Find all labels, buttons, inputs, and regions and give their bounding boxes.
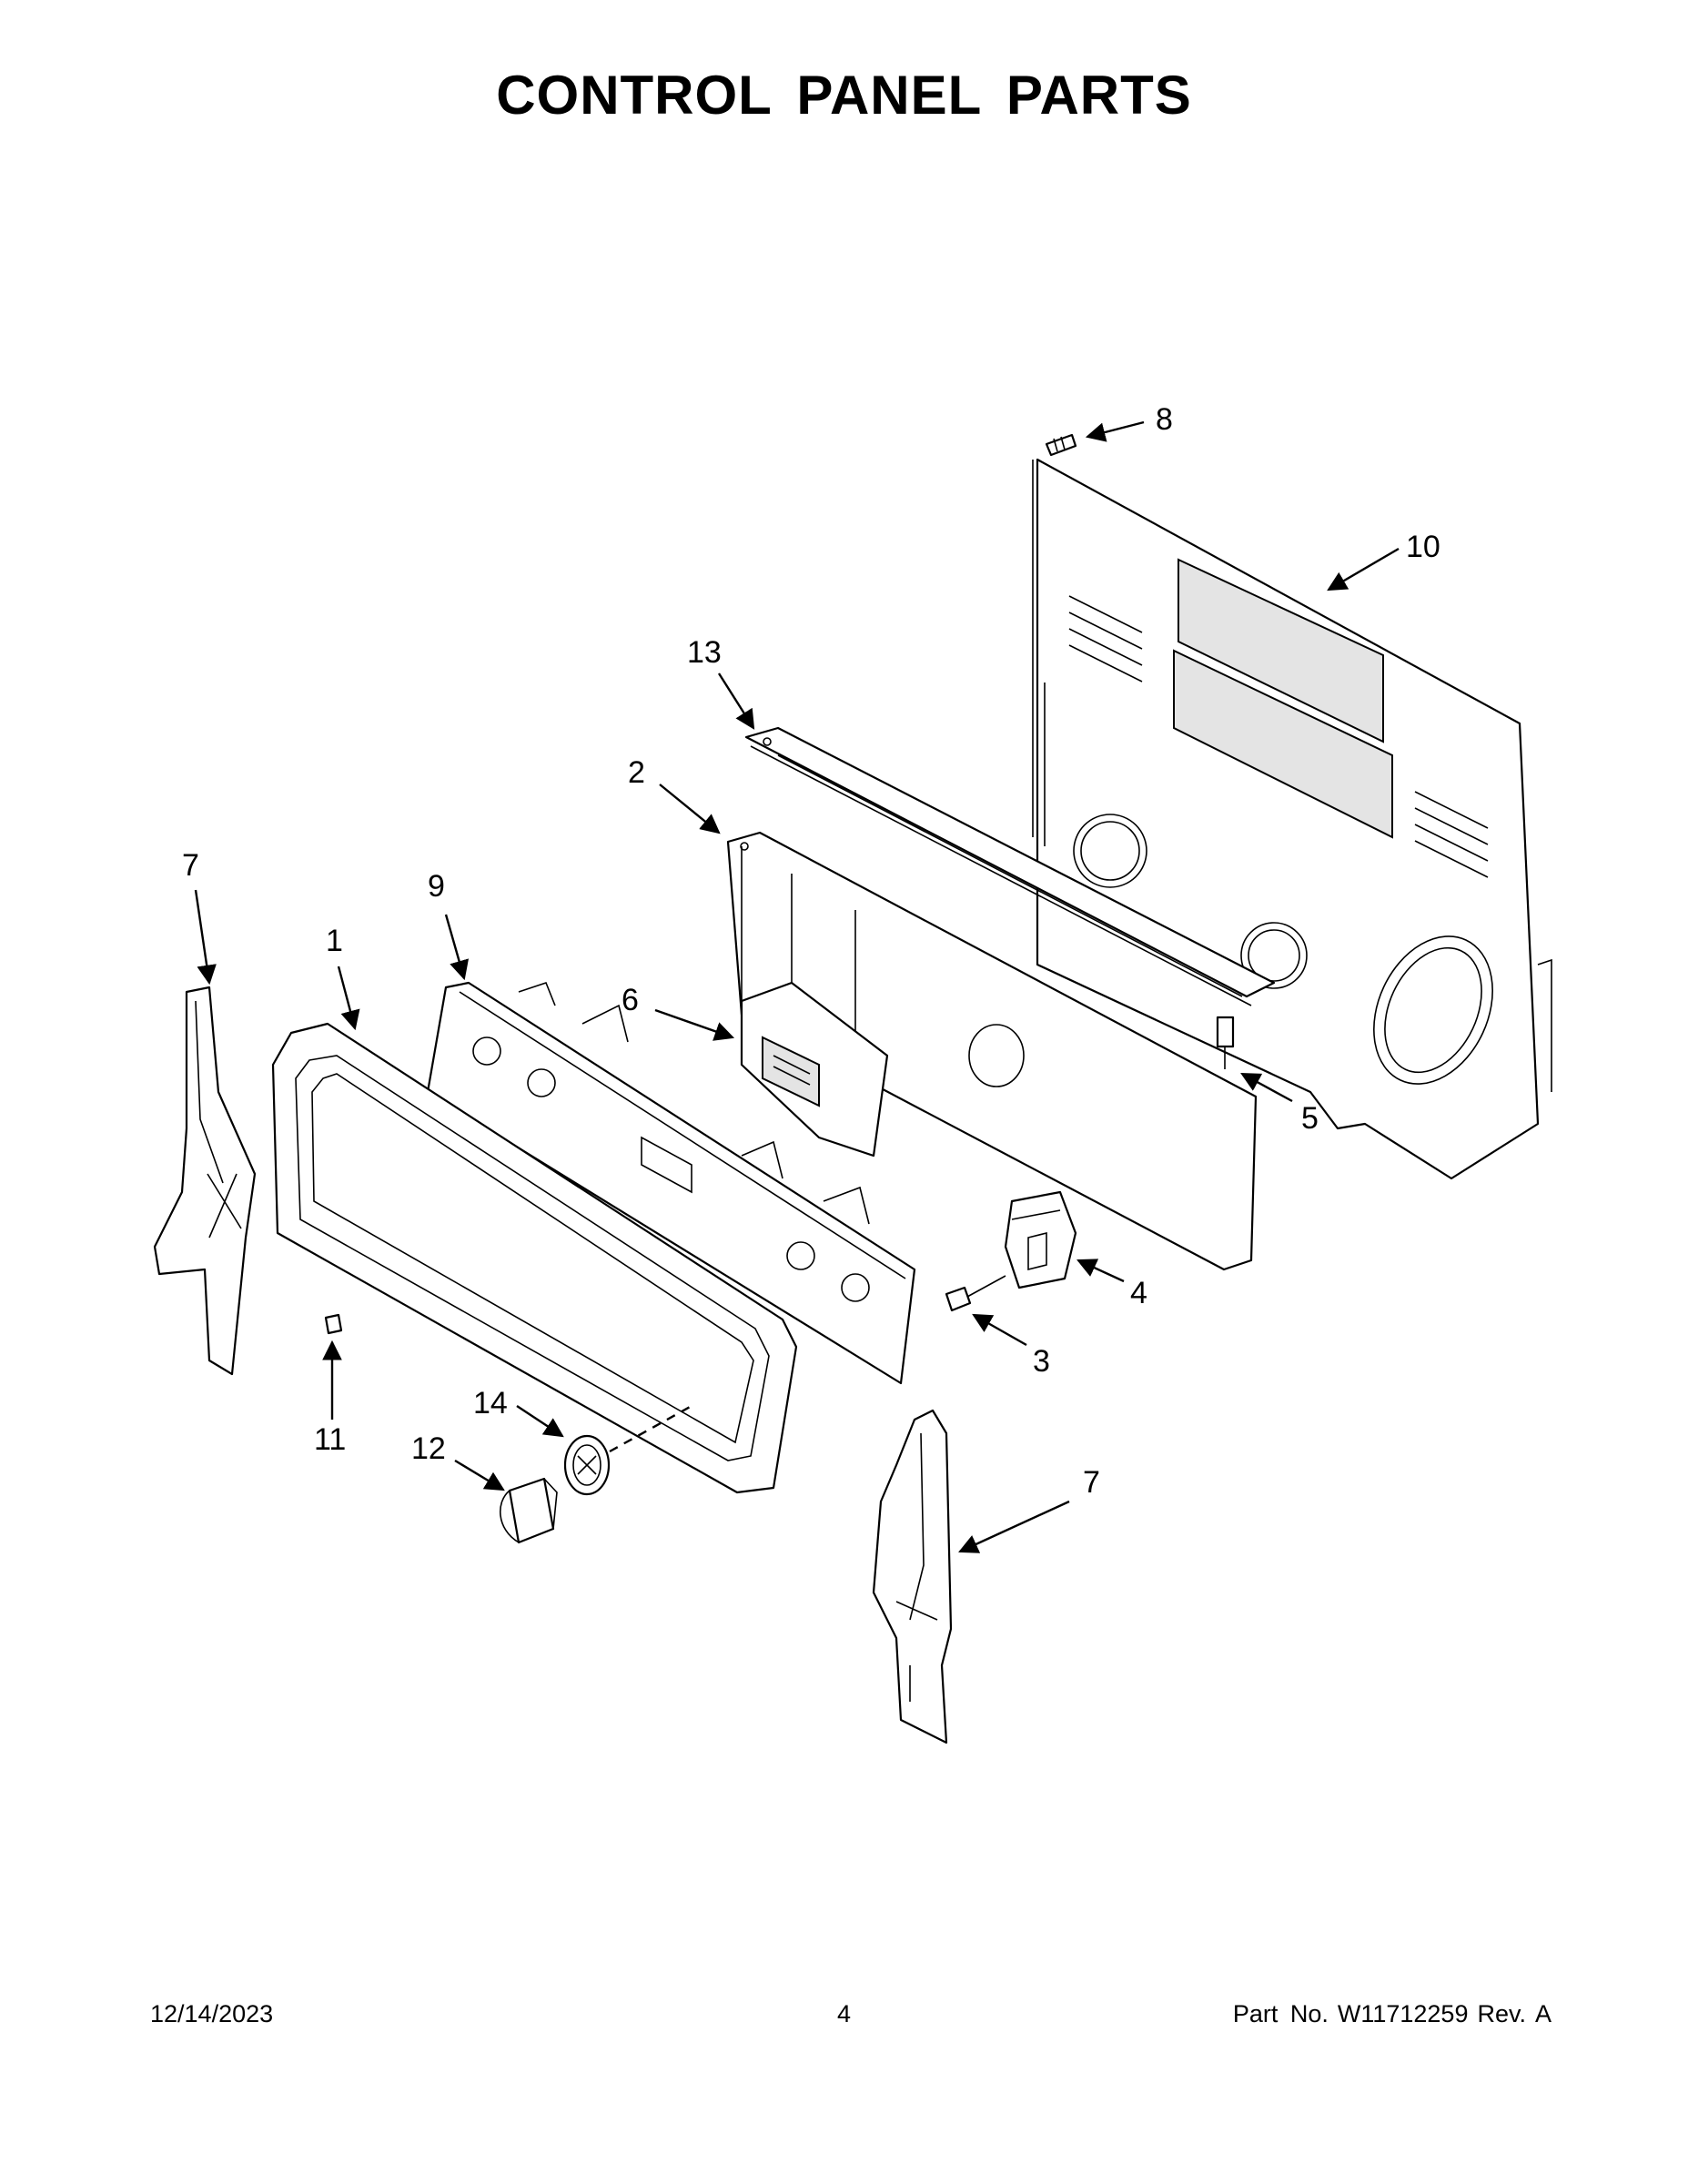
callout-label-9: 9 [428, 869, 445, 904]
callout-5: 5 [1240, 1072, 1319, 1136]
callout-label-2: 2 [628, 755, 645, 790]
callout-7a: 7 [182, 848, 217, 986]
callout-10: 10 [1327, 530, 1440, 592]
bumper-part-11 [324, 1313, 343, 1335]
callout-label-7-right: 7 [1083, 1465, 1100, 1500]
callout-label-14: 14 [473, 1386, 508, 1421]
knob-insert-part-14 [563, 1404, 692, 1496]
callout-label-3: 3 [1033, 1344, 1050, 1379]
footer-page-number: 4 [836, 2000, 852, 2027]
switch-part-4 [1004, 1190, 1077, 1289]
inner-panel-part-9 [426, 981, 916, 1385]
part-no-label: Part No. [1232, 2000, 1329, 2027]
callout-11: 11 [314, 1340, 346, 1457]
footer-part-number: Part No. W11712259 Rev. A [1233, 2000, 1552, 2028]
callout-7b: 7 [958, 1465, 1100, 1553]
control-board-part-6 [740, 981, 889, 1158]
rev-label: Rev. [1477, 2000, 1526, 2027]
callout-label-5: 5 [1301, 1101, 1319, 1136]
screw-part-5 [1216, 1016, 1235, 1069]
bracket-strip-part-13 [744, 726, 1276, 1006]
rev-value: A [1534, 2000, 1552, 2027]
callout-label-10: 10 [1406, 530, 1440, 564]
rear-panel-part-10 [1032, 458, 1552, 1180]
page-title: CONTROL PANEL PARTS [496, 65, 1192, 126]
callout-3: 3 [972, 1313, 1050, 1379]
callout-2: 2 [628, 755, 721, 834]
part-no-value: W11712259 [1337, 2000, 1469, 2027]
callout-label-4: 4 [1130, 1276, 1147, 1310]
callout-13: 13 [687, 635, 755, 730]
side-bracket-right-part-7 [872, 1409, 953, 1744]
callout-6: 6 [622, 983, 735, 1041]
callout-1: 1 [326, 924, 360, 1031]
side-bracket-left-part-7 [153, 986, 257, 1376]
knob-part-12 [499, 1477, 558, 1544]
callout-label-1: 1 [326, 924, 343, 958]
callout-9: 9 [428, 869, 470, 981]
screw-part-8 [1045, 433, 1077, 457]
callout-label-13: 13 [687, 635, 722, 670]
callout-14: 14 [473, 1386, 564, 1438]
callout-12: 12 [411, 1431, 505, 1491]
callout-label-7-left: 7 [182, 848, 199, 883]
callout-4: 4 [1076, 1259, 1147, 1310]
overlay-part-1 [271, 1022, 798, 1494]
callout-label-8: 8 [1156, 402, 1173, 437]
screw-part-3 [945, 1275, 1006, 1312]
callout-8: 8 [1085, 402, 1173, 442]
callout-label-12: 12 [411, 1431, 446, 1466]
callout-label-11: 11 [314, 1422, 346, 1457]
footer-date: 12/14/2023 [150, 2000, 274, 2027]
callout-label-6: 6 [622, 983, 639, 1017]
